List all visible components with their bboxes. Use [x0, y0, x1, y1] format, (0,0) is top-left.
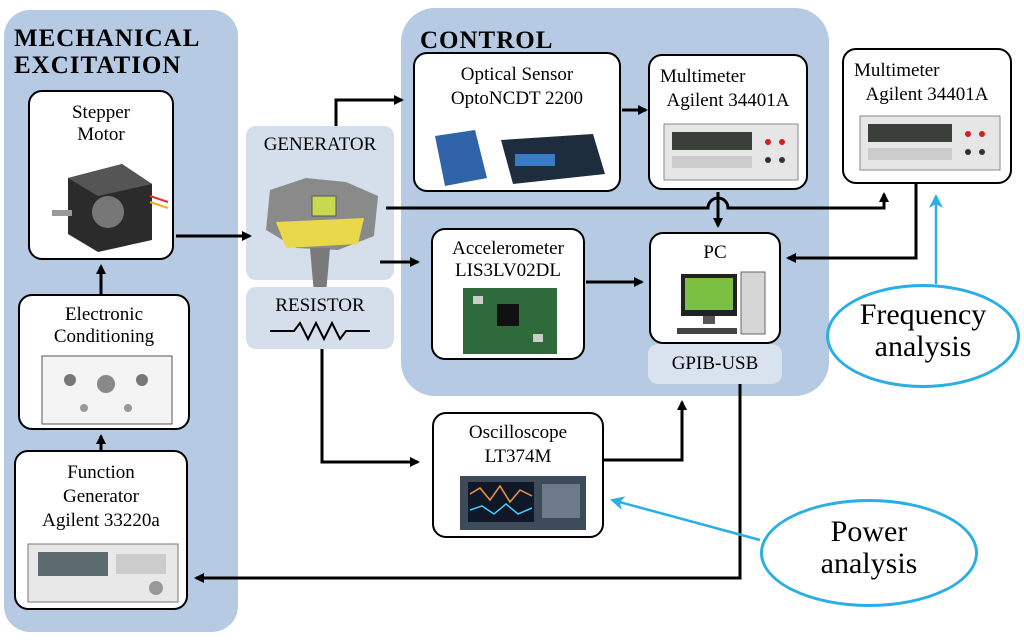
oscilloscope-block: Oscilloscope LT374M [432, 412, 604, 538]
accelerometer-label-2: LIS3LV02DL [455, 260, 561, 281]
multimeter-control-image [663, 123, 799, 181]
accelerometer-label-1: Accelerometer [452, 238, 564, 259]
function-generator-image [27, 543, 179, 603]
conditioning-device-image [41, 355, 173, 425]
generator-label: GENERATOR [263, 134, 377, 155]
frequency-analysis-label-1: Frequency [859, 298, 987, 331]
multimeter-control-label-2: Agilent 34401A [666, 90, 790, 111]
resistor-label: RESISTOR [275, 295, 365, 316]
multimeter-external-image [859, 115, 1001, 171]
function-generator-label-1: Function [67, 462, 135, 483]
frequency-analysis-label-2: analysis [874, 330, 972, 363]
electronic-conditioning-label: Electronic Conditioning [53, 304, 155, 347]
multimeter-control-block: Multimeter Agilent 34401A [648, 54, 808, 190]
function-generator-block: Function Generator Agilent 33220a [14, 450, 188, 610]
pc-block: PC [649, 232, 781, 344]
function-generator-label-2: Generator [63, 486, 139, 507]
resistor-block: RESISTOR [246, 287, 394, 349]
arrow-generator-to-optical [334, 95, 404, 126]
function-generator-label-3: Agilent 33220a [42, 510, 160, 531]
optical-sensor-label-2: OptoNCDT 2200 [450, 88, 584, 109]
pc-image [677, 271, 766, 335]
stepper-motor-image [52, 164, 169, 252]
electronic-conditioning-block: Electronic Conditioning [18, 294, 190, 430]
optical-sensor-label-1: Optical Sensor [460, 64, 574, 85]
optical-sensor-block: Optical Sensor OptoNCDT 2200 [413, 52, 621, 192]
mechanical-excitation-title: MECHANICAL EXCITATION [14, 25, 200, 79]
gpib-usb-label: GPIB-USB [671, 353, 759, 374]
control-title: CONTROL [420, 27, 554, 54]
multimeter-external-label-1: Multimeter [854, 60, 940, 81]
multimeter-external-block: Multimeter Agilent 34401A [842, 48, 1012, 184]
arrow-oscilloscope-to-pc [604, 400, 687, 462]
generator-block: GENERATOR [246, 126, 394, 294]
oscilloscope-image [460, 476, 586, 530]
resistor-symbol [270, 320, 370, 342]
generator-image [266, 178, 378, 294]
stepper-motor-label: Stepper Motor [71, 102, 131, 145]
arrow-power-annotation [610, 496, 761, 542]
gpib-usb-block: GPIB-USB [648, 344, 782, 384]
power-analysis-ellipse: Power analysis [760, 499, 978, 607]
pc-label: PC [703, 242, 727, 263]
power-analysis-label-2: analysis [820, 547, 918, 580]
accelerometer-block: Accelerometer LIS3LV02DL [431, 228, 585, 360]
stepper-motor-block: Stepper Motor [28, 90, 174, 260]
multimeter-control-label-1: Multimeter [660, 66, 746, 87]
power-analysis-label-1: Power [830, 515, 908, 548]
optical-sensor-image [435, 130, 605, 186]
frequency-analysis-ellipse: Frequency analysis [826, 284, 1020, 388]
accelerometer-image [463, 288, 557, 354]
multimeter-external-label-2: Agilent 34401A [865, 84, 989, 105]
